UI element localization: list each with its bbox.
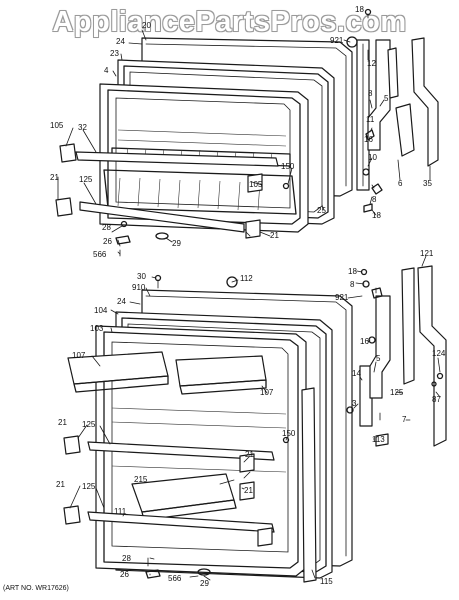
- callout-label: 32: [78, 123, 87, 132]
- callout-label: 12: [367, 59, 376, 68]
- callout-label: 910: [132, 283, 146, 292]
- callout-label: 10: [368, 153, 377, 162]
- callout-label: 24: [116, 37, 125, 46]
- callout-label: 8: [372, 195, 377, 204]
- callout-label: 125: [390, 388, 404, 397]
- callout-label: 125: [82, 482, 96, 491]
- callout-label: 29: [172, 239, 181, 248]
- callout-label: 115: [320, 577, 333, 586]
- callout-label: 20: [142, 21, 151, 30]
- fresh-food-door-assembly: [63, 265, 447, 583]
- callout-label: 28: [122, 554, 131, 563]
- fresh-food-handle-bracket: [369, 295, 391, 399]
- callout-label: 21: [58, 418, 67, 427]
- callout-label: 21: [245, 450, 254, 459]
- callout-label: 921: [335, 293, 349, 302]
- callout-label: 21: [56, 480, 65, 489]
- callout-label: 125: [79, 175, 93, 184]
- leader-lines: [57, 13, 441, 581]
- callout-label: 18: [355, 5, 364, 14]
- callout-label: 7: [402, 415, 407, 424]
- callout-label: 16: [364, 135, 373, 144]
- callout-label: 121: [420, 249, 434, 258]
- callout-label: 24: [117, 297, 126, 306]
- callout-label: 215: [134, 475, 148, 484]
- callout-label: 105: [249, 180, 263, 189]
- callout-label: 3: [352, 399, 357, 408]
- callout-label: 16: [360, 337, 369, 346]
- callout-label: 26: [103, 237, 112, 246]
- callout-label: 28: [102, 223, 111, 232]
- callout-label: 21: [50, 173, 59, 182]
- callout-label: 26: [120, 570, 129, 579]
- door-gasket-strip: [301, 387, 317, 583]
- callout-label: 566: [93, 250, 107, 259]
- callout-label: 103: [90, 324, 104, 333]
- callout-label: 107: [72, 351, 86, 360]
- callout-label: 105: [50, 121, 64, 130]
- callout-label: 11: [366, 115, 375, 124]
- callout-label: 30: [137, 272, 146, 281]
- callout-label: 18: [348, 267, 357, 276]
- callout-label: 18: [372, 211, 381, 220]
- callout-label: 6: [398, 179, 403, 188]
- door-shelf-bar-upper: [87, 441, 275, 461]
- callout-label: 5: [376, 354, 381, 363]
- art-number: (ART NO. WR17626): [3, 585, 69, 592]
- callout-label: 4: [104, 66, 109, 75]
- callout-label: 113: [372, 435, 385, 444]
- door-shelf-bar-lower: [87, 511, 275, 533]
- callout-label: 125: [82, 420, 96, 429]
- callout-label: 14: [352, 369, 361, 378]
- freezer-door-handle: [411, 37, 439, 167]
- callout-label: 35: [423, 179, 432, 188]
- callout-label: 566: [168, 574, 182, 583]
- callout-label: 21: [270, 231, 279, 240]
- freezer-door-assembly: [55, 8, 439, 257]
- fresh-food-door-handle: [417, 265, 447, 447]
- callout-label: 25: [317, 206, 326, 215]
- callout-label: 23: [110, 49, 119, 58]
- callout-label: 124: [432, 349, 446, 358]
- freezer-shelf-bar: [75, 151, 279, 167]
- callout-label: 29: [200, 579, 209, 588]
- callout-label: 150: [282, 429, 296, 438]
- callout-label: 111: [114, 507, 127, 516]
- callout-label: 8: [350, 280, 355, 289]
- callout-label: 107: [260, 388, 274, 397]
- callout-label: 921: [330, 36, 344, 45]
- freezer-lower-bar: [79, 201, 245, 233]
- callout-label: 150: [281, 162, 295, 171]
- callout-label: 8: [368, 89, 373, 98]
- callout-label: 104: [94, 306, 108, 315]
- watermark: AppliancePartsPros.com: [52, 6, 407, 38]
- callout-label: 112: [240, 274, 253, 283]
- callout-label: 87: [432, 395, 441, 404]
- callout-label: 5: [384, 94, 389, 103]
- callout-label: 21: [244, 486, 253, 495]
